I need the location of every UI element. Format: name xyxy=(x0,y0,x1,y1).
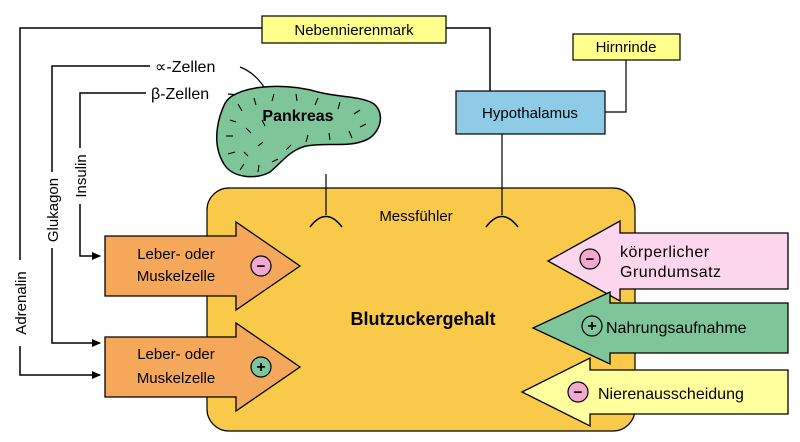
grundumsatz-sign: − xyxy=(586,251,595,268)
cell-2-sign: + xyxy=(256,359,265,376)
pankreas-lobules xyxy=(226,93,367,173)
hirnrinde-label: Hirnrinde xyxy=(596,39,657,56)
nebennierenmark-to-hypothalamus-line xyxy=(446,27,491,91)
pankreas-shape xyxy=(216,85,382,178)
nahrung-arrow xyxy=(531,290,789,366)
glukagon-line xyxy=(51,65,150,347)
grundumsatz-line2: Grundumsatz xyxy=(620,264,722,281)
minus-circle-icon xyxy=(250,255,272,277)
cell-2-line2: Muskelzelle xyxy=(137,370,215,387)
hirnrinde-connector xyxy=(605,58,627,113)
cell-arrow-1 xyxy=(104,220,302,312)
sensor-left-icon xyxy=(309,215,343,228)
cell-1-sign: − xyxy=(257,258,266,275)
plus-circle-icon xyxy=(581,315,603,337)
adrenalin-line xyxy=(19,27,262,379)
nahrung-sign: + xyxy=(587,318,596,335)
nahrung-label: Nahrungsaufnahme xyxy=(606,320,747,337)
sensor-right-icon xyxy=(485,215,519,228)
nebennierenmark-label: Nebennierenmark xyxy=(294,22,414,39)
cell-1-line2: Muskelzelle xyxy=(137,268,215,285)
minus-circle-icon xyxy=(567,381,589,403)
beta-zellen-label: β-Zellen xyxy=(151,86,209,103)
glukagon-label: Glukagon xyxy=(45,178,62,242)
cell-2-line1: Leber- oder xyxy=(137,346,215,363)
adrenalin-label: Adrenalin xyxy=(13,271,30,334)
pankreas-label: Pankreas xyxy=(262,108,333,125)
minus-circle-icon xyxy=(579,248,601,270)
insulin-label: Insulin xyxy=(73,154,90,197)
hypothalamus-label: Hypothalamus xyxy=(482,105,578,122)
nieren-label: Nierenausscheidung xyxy=(598,386,744,403)
grundumsatz-line1: körperlicher xyxy=(620,244,710,261)
alpha-zellen-label: ∝-Zellen xyxy=(155,59,215,76)
nieren-sign: − xyxy=(574,384,583,401)
nebennierenmark-box xyxy=(261,15,447,44)
grundumsatz-arrow xyxy=(546,219,789,303)
hirnrinde-box xyxy=(572,33,681,61)
cell-arrow-2 xyxy=(104,321,302,413)
cell-1-line1: Leber- oder xyxy=(137,246,215,263)
nieren-arrow xyxy=(520,356,789,428)
hypothalamus-box xyxy=(455,90,606,135)
plus-circle-icon xyxy=(250,356,272,378)
messfuehler-label: Messfühler xyxy=(379,208,452,225)
blutzuckergehalt-label: Blutzuckergehalt xyxy=(350,309,495,329)
